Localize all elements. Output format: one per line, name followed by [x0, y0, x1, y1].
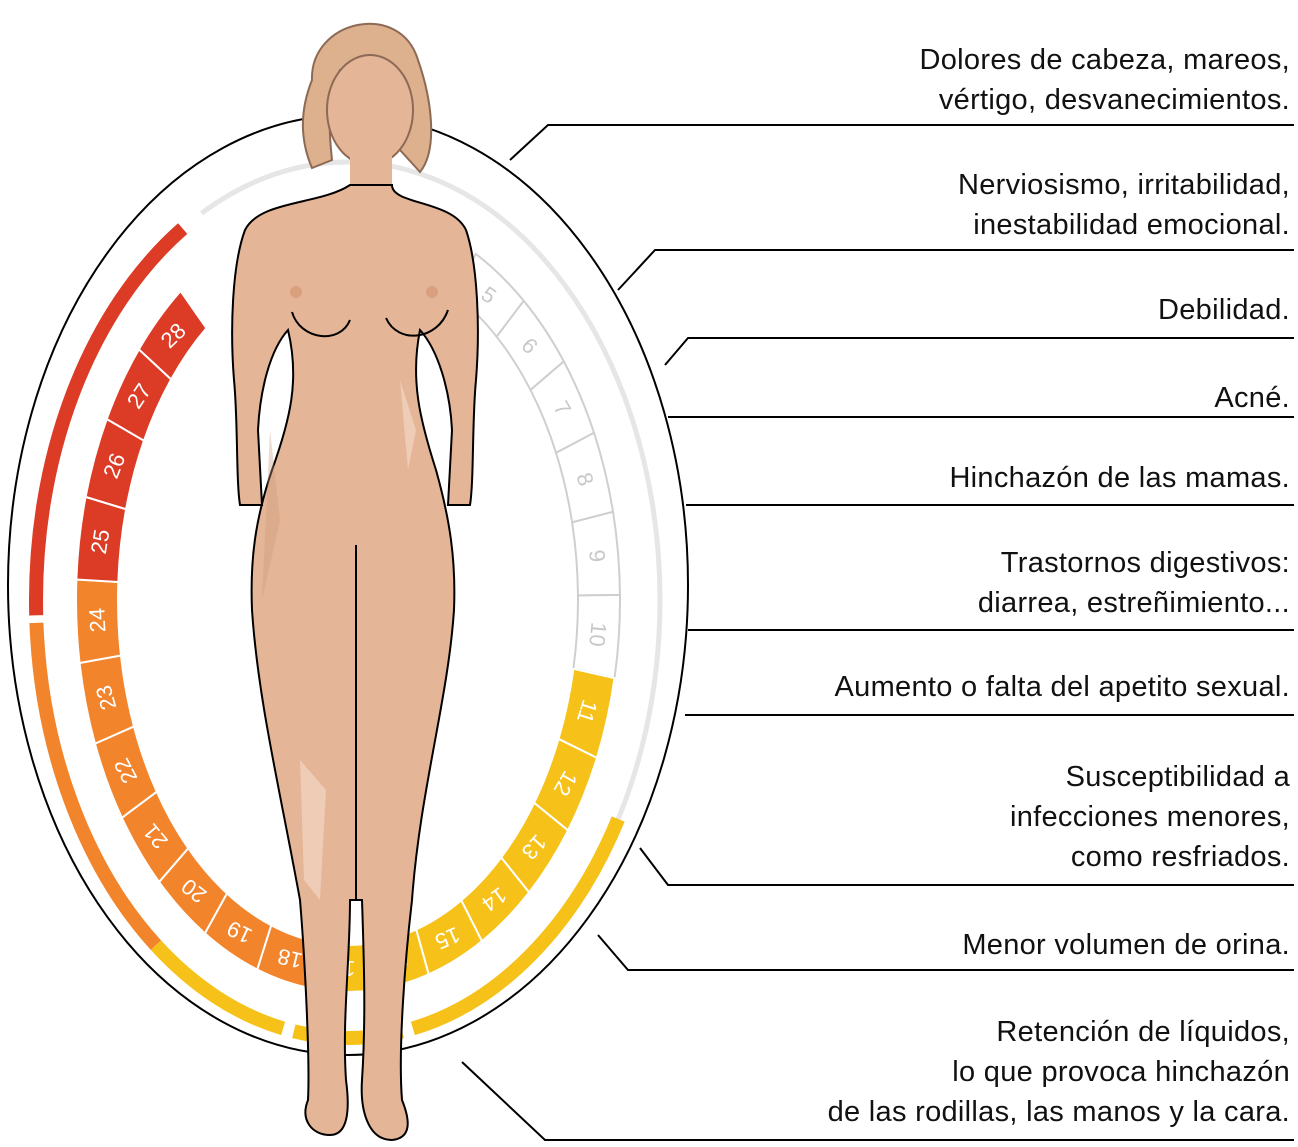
symptom-headache: Dolores de cabeza, mareos, vértigo, desva…	[920, 40, 1290, 120]
symptom-urine-line: Menor volumen de orina.	[962, 929, 1290, 961]
outer-band-gray	[200, 159, 621, 382]
symptom-infections-line: como resfriados.	[1070, 841, 1290, 873]
symptom-digestive-line: diarrea, estreñimiento...	[977, 587, 1290, 619]
symptom-breasts-line: Hinchazón de las mamas.	[949, 462, 1290, 494]
symptom-infections-line: infecciones menores,	[1009, 801, 1290, 833]
symptom-urine: Menor volumen de orina.	[962, 925, 1290, 965]
leader-lines	[461, 124, 1294, 1141]
symptom-breasts: Hinchazón de las mamas.	[949, 458, 1290, 498]
symptom-nervous-line: Nerviosismo, irritabilidad,	[957, 169, 1290, 201]
outer-band-orange	[29, 622, 162, 950]
outer-band-yellow-left	[150, 940, 286, 1036]
nipple-left	[290, 286, 302, 298]
symptom-weakness-line: Debilidad.	[1158, 294, 1290, 326]
face	[326, 54, 414, 166]
day-label-9: 9	[584, 548, 610, 563]
symptom-fluids-line: lo que provoca hinchazón	[952, 1056, 1290, 1088]
leader-line-weakness	[664, 337, 1294, 366]
chest-lines	[291, 309, 449, 338]
leader-line-nervous	[617, 249, 1294, 291]
symptom-infections: Susceptibilidad a infecciones menores, com…	[1010, 757, 1290, 877]
outer-band-yellow-right	[410, 816, 625, 1036]
day-label-24: 24	[84, 607, 110, 633]
leader-line-headache	[509, 124, 1294, 161]
symptom-nervous: Nerviosismo, irritabilidad, inestabilidad…	[958, 165, 1290, 245]
symptom-acne: Acné.	[1214, 378, 1290, 418]
shadow-arm	[262, 430, 280, 600]
female-figure	[231, 22, 479, 1142]
shading-torso	[400, 380, 416, 470]
symptom-acne-line: Acné.	[1214, 382, 1290, 414]
day-label-25: 25	[86, 527, 115, 555]
leader-line-infections	[639, 847, 1294, 886]
shading-leg	[300, 760, 326, 900]
symptom-nervous-line: inestabilidad emocional.	[973, 209, 1290, 241]
symptom-weakness: Debilidad.	[1158, 290, 1290, 330]
outer-band-red	[29, 223, 188, 616]
cycle-rings: 5678910111213141516171819202122232425262…	[7, 114, 689, 1056]
symptom-libido: Aumento o falta del apetito sexual.	[835, 667, 1290, 707]
symptom-headache-line: Dolores de cabeza, mareos,	[919, 44, 1290, 76]
outer-band-gray-right	[584, 380, 663, 883]
symptom-fluids: Retención de líquidos, lo que provoca hin…	[828, 1012, 1290, 1132]
symptom-fluids-line: de las rodillas, las manos y la cara.	[827, 1096, 1290, 1128]
symptom-infections-line: Susceptibilidad a	[1065, 761, 1290, 793]
day-label-10: 10	[584, 621, 611, 648]
day-segment-28	[137, 289, 208, 381]
nipple-right	[426, 286, 438, 298]
symptom-headache-line: vértigo, desvanecimientos.	[938, 84, 1290, 116]
symptom-digestive: Trastornos digestivos: diarrea, estreñimi…	[978, 543, 1290, 623]
symptom-digestive-line: Trastornos digestivos:	[1000, 547, 1290, 579]
leader-line-urine	[597, 934, 1294, 971]
symptom-libido-line: Aumento o falta del apetito sexual.	[834, 671, 1290, 703]
day-label-18: 18	[275, 944, 305, 974]
symptom-fluids-line: Retención de líquidos,	[996, 1016, 1290, 1048]
leader-line-fluids	[461, 1061, 1294, 1141]
